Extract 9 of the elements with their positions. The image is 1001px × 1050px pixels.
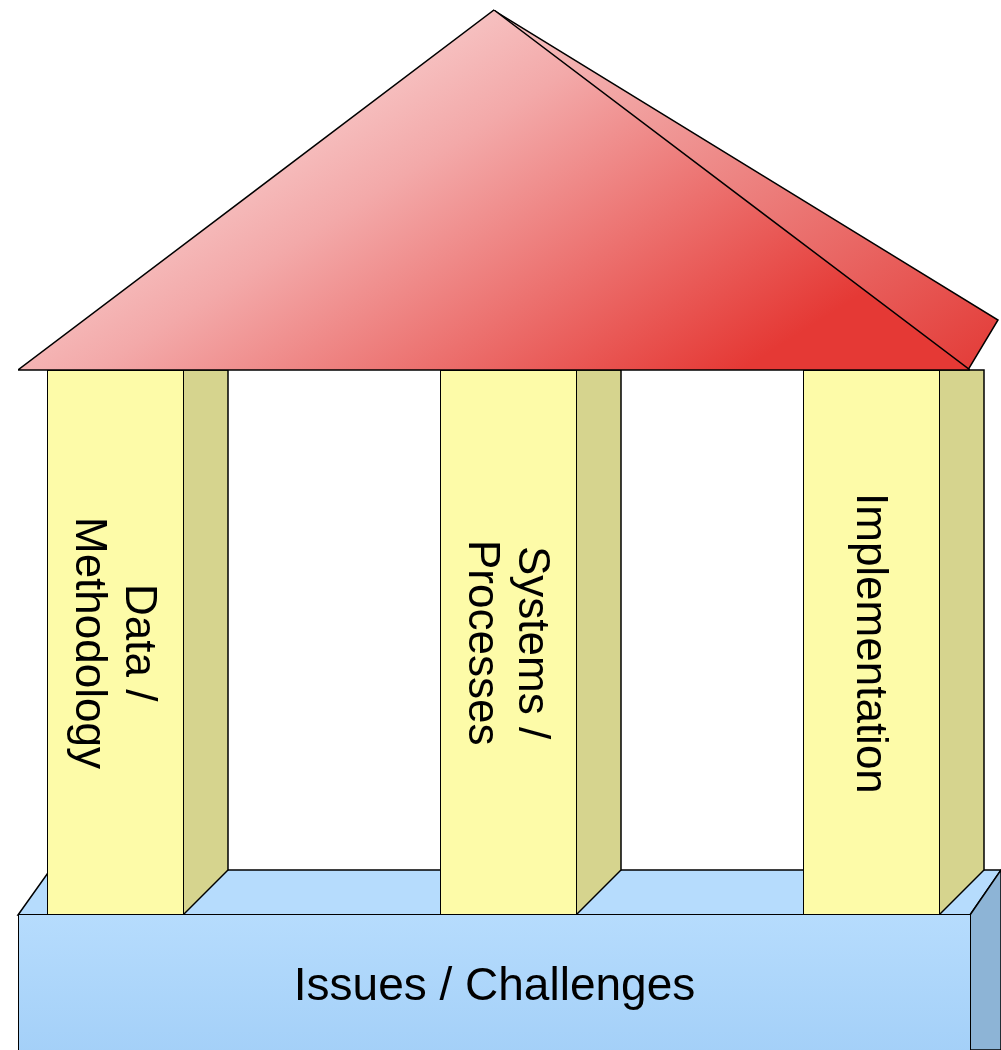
pillar: [803, 370, 940, 916]
pillar: [47, 370, 184, 916]
roof-triangle: [18, 10, 970, 371]
pillar-label: Implementation: [846, 492, 897, 794]
pillar-label: Data / Methodology: [65, 516, 167, 771]
pillar: [440, 370, 577, 916]
pillar-label: Systems / Processes: [458, 539, 560, 748]
base-label: Issues / Challenges: [293, 957, 696, 1011]
base-slab: [18, 914, 971, 1050]
